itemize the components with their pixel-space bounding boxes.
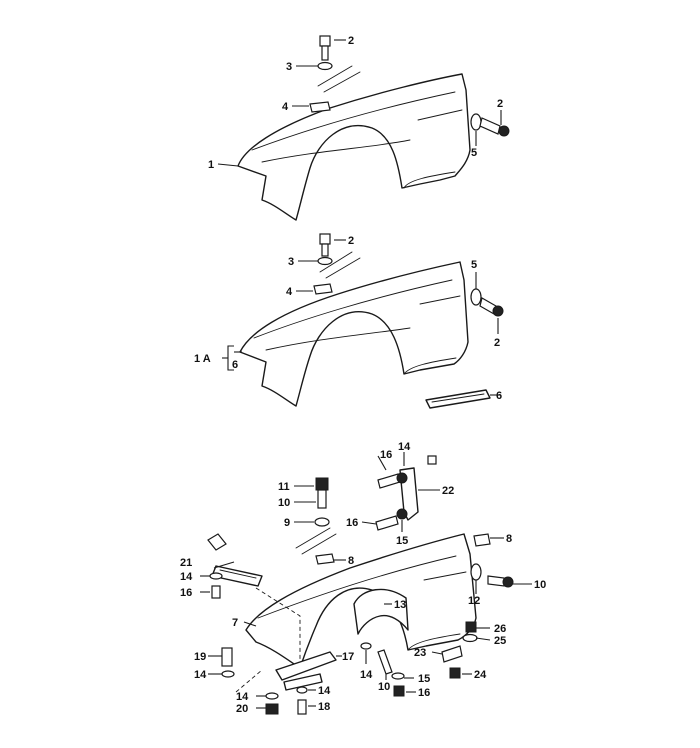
label-11: 11 [278,481,290,493]
label-22: 22 [442,485,454,497]
label-10: 10 [378,681,390,693]
label-24: 24 [474,669,487,681]
grommet-icon [470,113,482,131]
label-16: 16 [346,517,358,529]
label-14: 14 [318,685,331,697]
label-6: 6 [232,359,238,371]
label-10: 10 [278,497,290,509]
label-21: 21 [180,557,192,569]
bolt-icon [377,473,401,489]
grommet-icon [470,288,482,306]
label-1: 1 [208,159,214,171]
fender-assembly-1 [217,35,510,221]
wheel-arch-liner [353,588,409,635]
label-18: 18 [318,701,330,713]
label-14: 14 [180,571,193,583]
label-25: 25 [494,635,506,647]
front-fender-1 [237,73,471,221]
label-2: 2 [494,337,500,349]
label-1a: 1 A [194,353,211,365]
label-17: 17 [342,651,354,663]
bolt-icon [319,233,331,245]
washer-icon [317,256,333,266]
grommet-icon [470,563,482,581]
label-15: 15 [396,535,408,547]
label-13: 13 [394,599,406,611]
label-26: 26 [494,623,506,635]
label-5: 5 [471,259,477,271]
label-2: 2 [497,98,503,110]
label-12: 12 [468,595,480,607]
label-14: 14 [360,669,373,681]
label-3: 3 [288,256,294,268]
label-4: 4 [286,286,293,298]
label-16: 16 [380,449,392,461]
label-4: 4 [282,101,289,113]
label-16: 16 [180,587,192,599]
fender-assembly-2 [222,233,504,409]
label-19: 19 [194,651,206,663]
label-16: 16 [418,687,430,699]
label-6: 6 [496,390,502,402]
label-3: 3 [286,61,292,73]
label-9: 9 [284,517,290,529]
bolt-icon [319,35,331,47]
fender-trim-strip [425,389,491,409]
front-fender-3 [245,533,477,669]
label-14: 14 [236,691,249,703]
screw-icon [487,575,505,587]
cap-nut-icon [315,477,329,491]
label-23: 23 [414,647,426,659]
label-14: 14 [398,441,411,453]
part-number-labels: 2 3 4 1 2 5 2 3 4 5 2 1 A 6 6 16 14 22 1… [180,35,546,715]
front-fender-2 [239,261,469,407]
screw-icon [479,117,501,135]
clip-nut-icon [313,283,333,295]
fender-assembly-3 [200,452,532,715]
clip-nut-icon [315,553,335,565]
label-7: 7 [232,617,238,629]
label-2: 2 [348,35,354,47]
label-20: 20 [236,703,248,715]
label-2: 2 [348,235,354,247]
label-14: 14 [194,669,207,681]
clip-nut-icon [309,101,331,113]
label-10: 10 [534,579,546,591]
label-5: 5 [471,147,477,159]
label-8: 8 [506,533,512,545]
washer-icon [317,61,333,71]
label-15: 15 [418,673,430,685]
lower-mounting-bracket [275,651,337,681]
label-8: 8 [348,555,354,567]
